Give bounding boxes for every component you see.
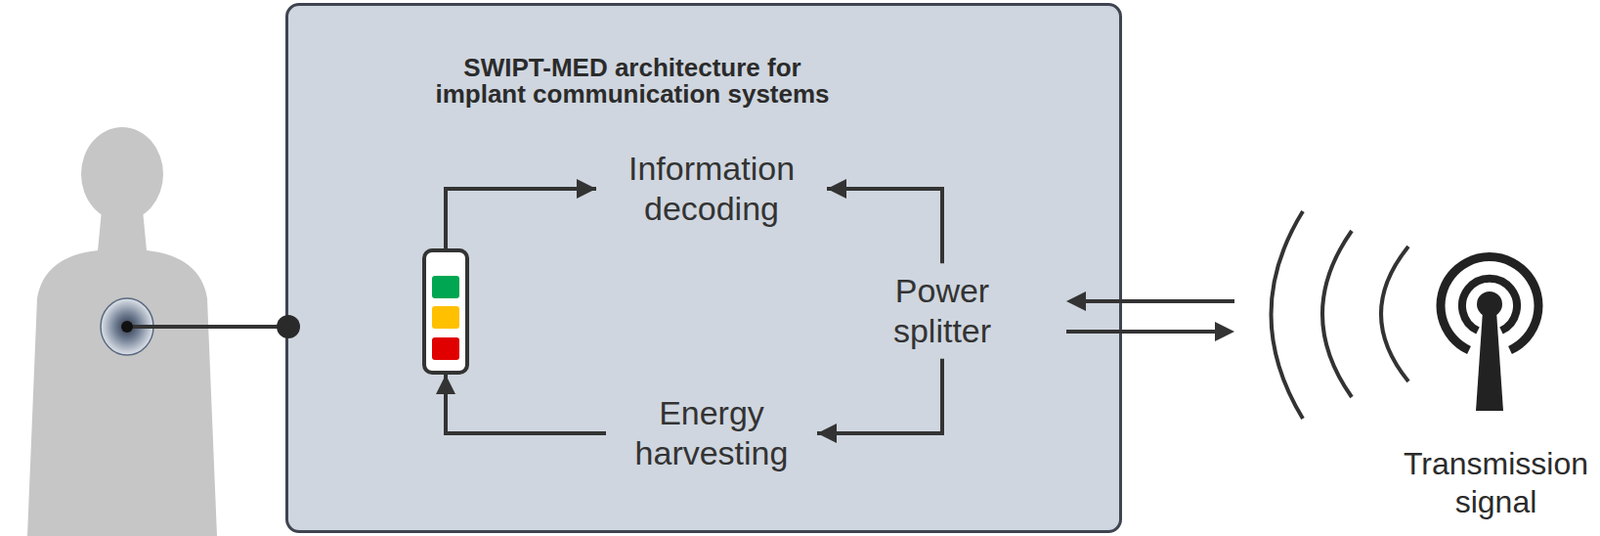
antenna-mast <box>1475 310 1504 411</box>
signal-arrow-in-head <box>1066 291 1086 311</box>
implant-dot <box>121 320 133 333</box>
system-panel: SWIPT-MED architecture for implant commu… <box>285 2 1123 533</box>
block-label: Information decoding <box>604 148 820 229</box>
radio-wave <box>1271 211 1304 419</box>
connector-line <box>826 188 943 263</box>
signal-label: Transmission signal <box>1395 444 1597 521</box>
panel-title: SWIPT-MED architecture for implant commu… <box>422 54 843 109</box>
battery-level-green <box>432 275 460 299</box>
signal-arrow-out <box>1066 329 1218 334</box>
connector-arrow <box>817 358 943 433</box>
battery-level-yellow <box>432 305 460 329</box>
connector-arrow <box>826 188 943 263</box>
connector-line <box>817 358 943 433</box>
process-block: Information decoding <box>604 148 820 229</box>
connector-line <box>445 188 597 251</box>
battery-symbol <box>424 250 468 373</box>
process-block: Energy harvesting <box>613 392 810 474</box>
connector-arrow <box>445 188 606 433</box>
process-block: Power splitter <box>868 270 1016 351</box>
connector-line <box>445 374 606 433</box>
implant-wire <box>127 324 289 329</box>
signal-arrow-in <box>1082 299 1235 303</box>
human-body <box>27 210 217 536</box>
radio-wave <box>1322 230 1352 397</box>
battery-level-red <box>432 337 460 360</box>
human-head <box>81 127 164 221</box>
block-label: Power splitter <box>868 270 1016 351</box>
block-label: Energy harvesting <box>613 392 810 474</box>
signal-arrow-out-head <box>1214 321 1235 342</box>
radio-wave <box>1381 246 1409 382</box>
connection-dot <box>276 314 301 339</box>
